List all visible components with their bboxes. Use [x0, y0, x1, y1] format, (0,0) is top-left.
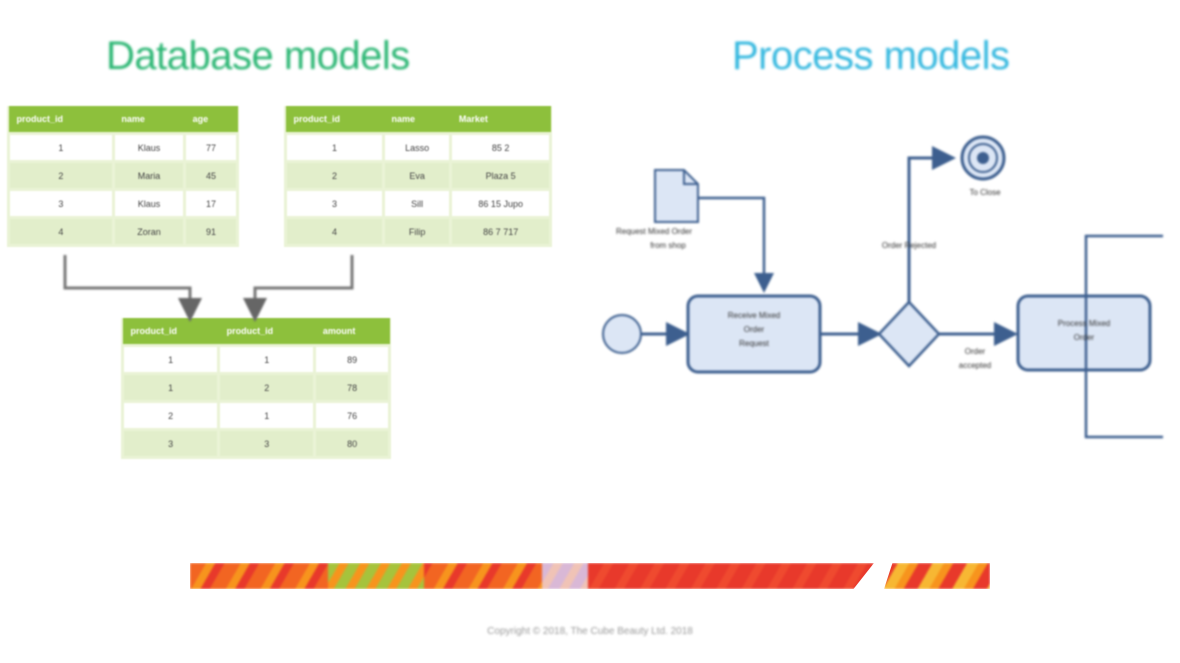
data-object-label: from shop — [650, 241, 686, 250]
end-event-label: To Close — [969, 188, 1001, 197]
data-object-label: Request Mixed Order — [616, 227, 692, 236]
relation-connector — [63, 255, 202, 322]
table-cell: Eva — [381, 160, 453, 191]
table-cell: 2 — [120, 400, 221, 431]
table-cell: 80 — [313, 428, 391, 459]
process-order-task — [1016, 294, 1152, 372]
task-label: Order — [1074, 333, 1095, 342]
table-cell: 76 — [313, 400, 391, 431]
start-event — [602, 314, 642, 354]
table-cell: 86 7 717 — [449, 216, 552, 247]
table-row: 2 1 76 — [120, 400, 391, 431]
parallel-branches — [1084, 234, 1163, 439]
task-label: Receive Mixed — [728, 311, 780, 320]
column-header: name — [113, 106, 185, 134]
data-association — [698, 196, 774, 293]
table-cell: 85 2 — [449, 132, 552, 163]
table-row: 2 Maria 45 — [7, 160, 239, 191]
process-models-heading: Process models — [732, 34, 1010, 78]
table-cell: 1 — [120, 372, 221, 403]
table-cell: 77 — [183, 132, 239, 163]
table-cell: 3 — [120, 428, 221, 459]
receive-order-task — [686, 294, 822, 374]
relation-connector — [243, 255, 354, 322]
table-row: 3 Klaus 17 — [7, 188, 239, 219]
table-cell: 4 — [7, 216, 115, 247]
table-cell: 3 — [7, 188, 115, 219]
table-row: 3 3 80 — [120, 428, 391, 459]
table-cell: 1 — [7, 132, 115, 163]
table-cell: 1 — [217, 400, 317, 431]
table-cell: Filip — [381, 216, 453, 247]
table-cell: 89 — [313, 344, 391, 375]
customers-table: product_id name age 1 Klaus 77 2 Maria 4… — [7, 106, 239, 247]
table-cell: 1 — [217, 344, 317, 375]
table-cell: 45 — [183, 160, 239, 191]
table-cell: 17 — [183, 188, 239, 219]
table-row: 1 Klaus 77 — [7, 132, 239, 163]
exclusive-gateway — [877, 300, 941, 368]
rejected-flow — [907, 146, 956, 302]
table-row: 2 Eva Plaza 5 — [284, 160, 552, 191]
table-row: 1 2 78 — [120, 372, 391, 403]
table-cell: 2 — [7, 160, 115, 191]
column-header: product_id — [285, 106, 384, 134]
table-row: 1 1 89 — [120, 344, 391, 375]
table-cell: 3 — [217, 428, 317, 459]
decorative-stripe-bar — [190, 563, 874, 589]
table-cell: Plaza 5 — [449, 160, 552, 191]
table-cell: Klaus — [111, 188, 187, 219]
table-cell: Klaus — [111, 132, 187, 163]
join-table: product_id product_id amount 1 1 89 1 2 … — [120, 318, 391, 459]
table-cell: 3 — [284, 188, 385, 219]
table-cell: Zoran — [111, 216, 187, 247]
task-label: Request — [739, 339, 770, 348]
table-row: 4 Zoran 91 — [7, 216, 239, 247]
table-cell: Lasso — [381, 132, 453, 163]
table-cell: Sill — [381, 188, 453, 219]
column-header: product_id — [8, 106, 114, 134]
table-cell: 2 — [217, 372, 317, 403]
column-header: amount — [314, 318, 390, 346]
table-cell: 4 — [284, 216, 385, 247]
table-cell: 1 — [120, 344, 221, 375]
column-header: product_id — [218, 318, 315, 346]
table-cell: 2 — [284, 160, 385, 191]
orders-table: product_id name Market 1 Lasso 85 2 2 Ev… — [284, 106, 552, 247]
column-header: product_id — [122, 318, 219, 346]
table-cell: 78 — [313, 372, 391, 403]
data-object-icon — [654, 169, 699, 223]
database-models-heading: Database models — [106, 34, 410, 78]
task-label: Order — [744, 325, 765, 334]
table-cell: 91 — [183, 216, 239, 247]
decorative-stripe-bar-end — [884, 563, 990, 589]
gateway-rejected-label: Order Rejected — [882, 241, 936, 250]
column-header: name — [383, 106, 451, 134]
gateway-accepted-label: accepted — [959, 361, 991, 370]
table-cell: 86 15 Jupo — [449, 188, 552, 219]
task-label: Process Mixed — [1058, 319, 1110, 328]
table-row: 3 Sill 86 15 Jupo — [284, 188, 552, 219]
table-cell: Maria — [111, 160, 187, 191]
table-row: 4 Filip 86 7 717 — [284, 216, 552, 247]
gateway-accepted-label: Order — [965, 347, 986, 356]
column-header: Market — [450, 106, 551, 134]
table-row: 1 Lasso 85 2 — [284, 132, 552, 163]
table-cell: 1 — [284, 132, 385, 163]
column-header: age — [184, 106, 238, 134]
copyright-text: Copyright © 2018, The Cube Beauty Ltd. 2… — [487, 626, 693, 637]
